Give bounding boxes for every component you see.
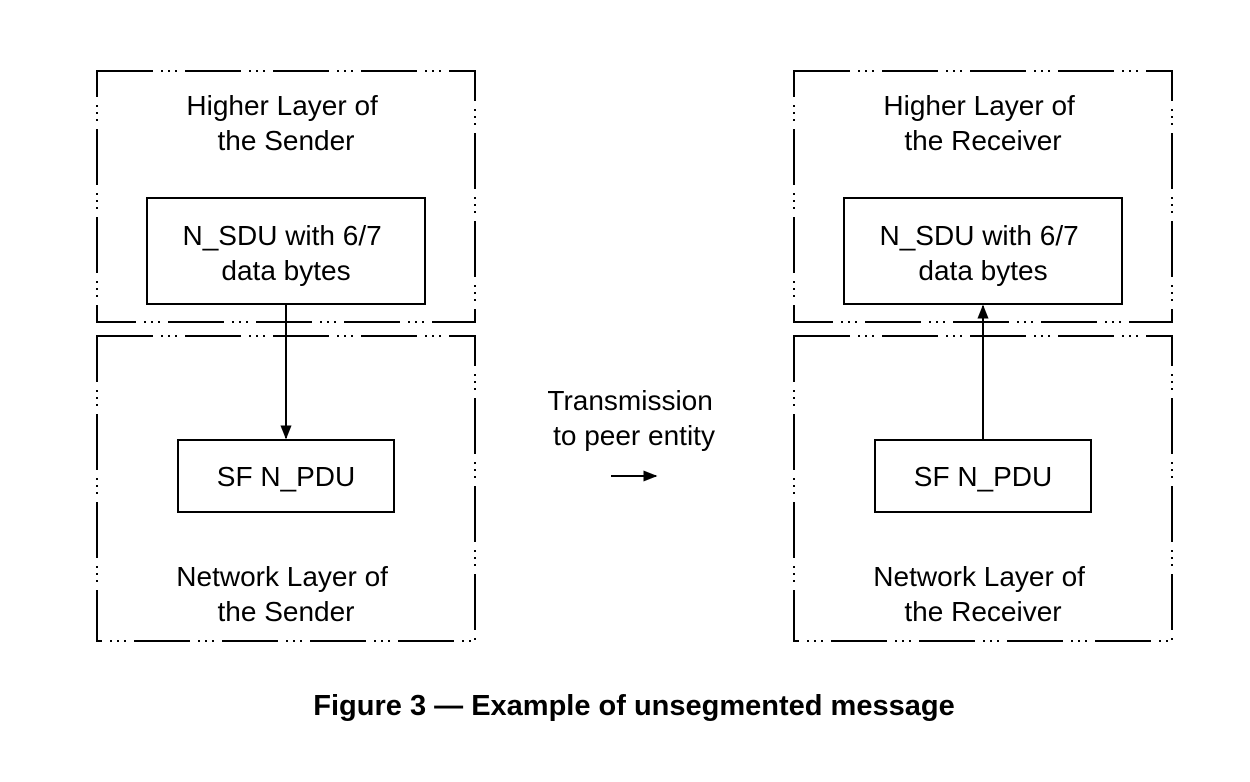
sender-sdu-label: N_SDU with 6/7 data bytes (183, 220, 390, 286)
receiver-higher-layer-label: Higher Layer of the Receiver (883, 90, 1082, 156)
transmission-group: Transmission to peer entity (547, 385, 720, 482)
sender-network-layer-label: Network Layer of the Sender (176, 561, 395, 627)
sender-pdu-label: SF N_PDU (217, 461, 355, 492)
transmission-label: Transmission to peer entity (547, 385, 720, 451)
receiver-sdu-label: N_SDU with 6/7 data bytes (880, 220, 1087, 286)
receiver-sdu-box (843, 197, 1123, 305)
receiver-network-layer-label: Network Layer of the Receiver (873, 561, 1092, 627)
sender-pdu-box (177, 439, 395, 513)
receiver-stack: Higher Layer of the Receiver N_SDU with … (793, 70, 1173, 642)
receiver-pdu-box (874, 439, 1092, 513)
receiver-pdu-label: SF N_PDU (914, 461, 1052, 492)
figure-caption: Figure 3 — Example of unsegmented messag… (313, 690, 954, 722)
sender-higher-layer-label: Higher Layer of the Sender (186, 90, 385, 156)
sender-sdu-box (146, 197, 426, 305)
sender-stack: Higher Layer of the Sender N_SDU with 6/… (96, 70, 476, 642)
